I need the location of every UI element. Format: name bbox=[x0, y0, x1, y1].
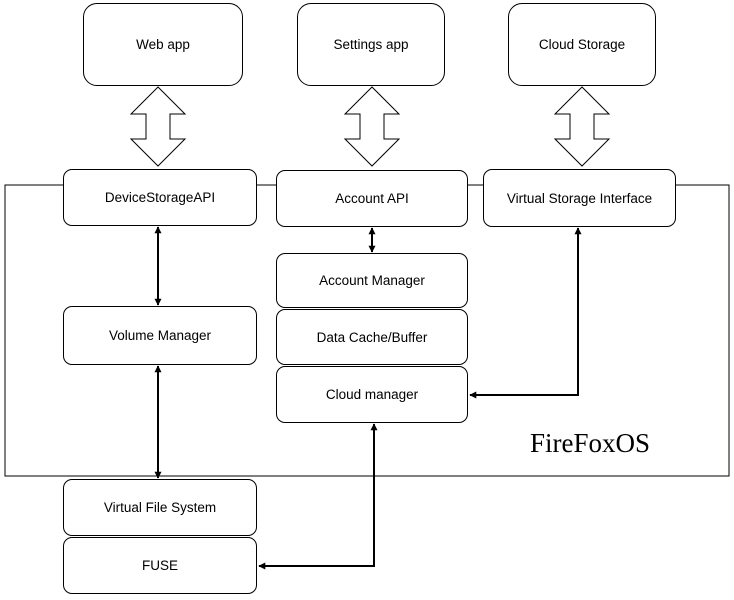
virtual-storage-cloud-manager-arrow bbox=[469, 227, 582, 399]
virtual-file-system-label: Virtual File System bbox=[103, 500, 217, 515]
settings-app-double-arrow bbox=[343, 86, 401, 167]
virtual-storage-interface-label: Virtual Storage Interface bbox=[506, 190, 653, 206]
device-storage-api-label: DeviceStorageAPI bbox=[104, 190, 216, 205]
fuse-label: FUSE bbox=[141, 558, 178, 573]
firefoxos-label: FireFoxOS bbox=[529, 428, 650, 458]
web-app-box: Web app bbox=[83, 3, 243, 86]
settings-app-label: Settings app bbox=[333, 37, 409, 52]
account-manager-label: Account Manager bbox=[319, 273, 425, 288]
web-app-label: Web app bbox=[136, 37, 190, 52]
virtual-storage-interface-box: Virtual Storage Interface bbox=[483, 169, 676, 227]
account-api-box: Account API bbox=[276, 170, 468, 227]
volume-manager-label: Volume Manager bbox=[108, 328, 212, 343]
virtual-file-system-box: Virtual File System bbox=[63, 479, 257, 536]
cloud-storage-box: Cloud Storage bbox=[508, 3, 656, 86]
settings-app-box: Settings app bbox=[297, 3, 445, 86]
data-cache-buffer-label: Data Cache/Buffer bbox=[316, 329, 428, 345]
web-app-double-arrow bbox=[129, 86, 187, 167]
cloud-storage-label: Cloud Storage bbox=[538, 37, 626, 52]
account-api-label: Account API bbox=[335, 191, 409, 206]
cloud-storage-double-arrow bbox=[553, 86, 611, 167]
fuse-box: FUSE bbox=[63, 537, 257, 594]
device-storage-api-box: DeviceStorageAPI bbox=[63, 169, 257, 226]
account-manager-box: Account Manager bbox=[276, 253, 468, 308]
cloud-manager-box: Cloud manager bbox=[276, 366, 468, 423]
cloud-manager-label: Cloud manager bbox=[325, 387, 419, 402]
cloud-manager-fuse-arrow bbox=[258, 423, 378, 570]
volume-manager-box: Volume Manager bbox=[63, 306, 257, 365]
data-cache-buffer-box: Data Cache/Buffer bbox=[276, 309, 468, 365]
